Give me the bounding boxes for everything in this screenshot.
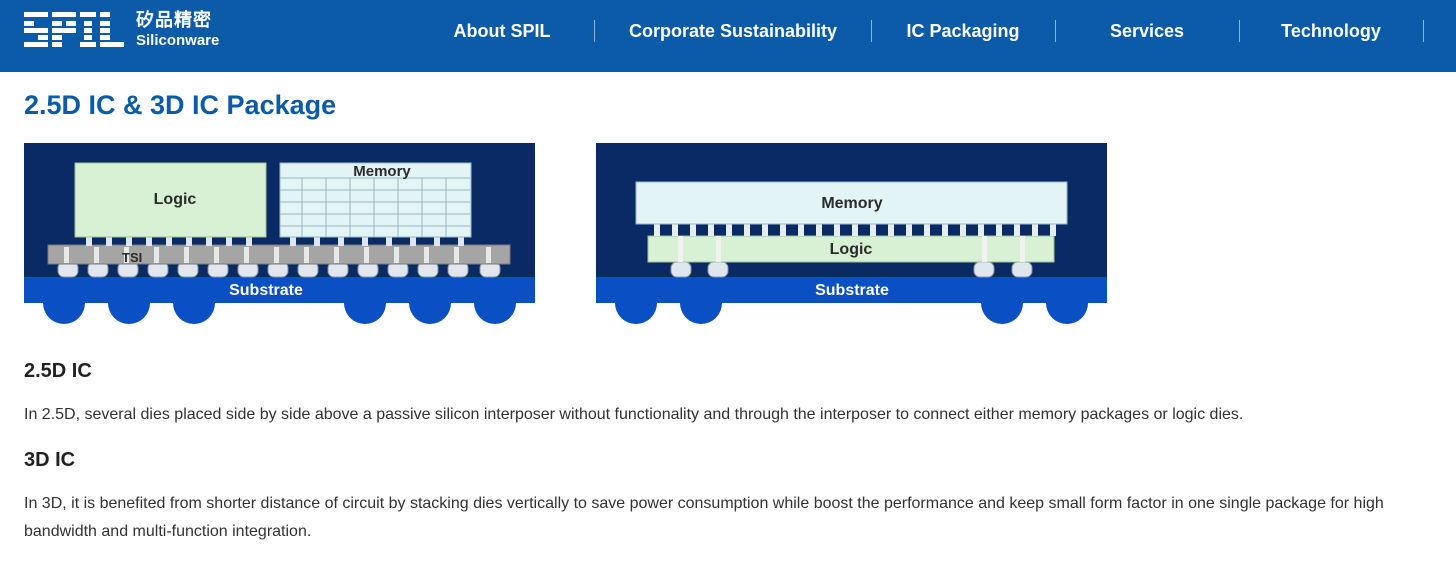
logo-text: 矽品精密 Siliconware xyxy=(136,10,220,49)
memory-stack-grid xyxy=(280,177,471,237)
logic-die xyxy=(74,162,267,238)
page-title: 2.5D IC & 3D IC Package xyxy=(24,90,337,120)
substrate-label: Substrate xyxy=(229,282,303,299)
nav-technology[interactable]: Technology xyxy=(1281,21,1381,41)
substrate-layer xyxy=(24,277,535,303)
interposer-tsv-pillars xyxy=(64,247,491,263)
memory-stack xyxy=(279,162,472,238)
nav-divider xyxy=(1239,20,1240,42)
nav-divider xyxy=(871,20,872,42)
memory-label: Memory xyxy=(353,163,411,180)
nav-divider xyxy=(1423,20,1424,42)
memory-die xyxy=(635,181,1068,225)
nav-corporate-sustainability[interactable]: Corporate Sustainability xyxy=(628,21,838,41)
memory-label: Memory xyxy=(821,195,882,212)
diagram-2-5d-svg: TSI Logic Memory Substrate xyxy=(24,143,535,324)
section-body-2-5d-ic: In 2.5D, several dies placed side by sid… xyxy=(24,406,1244,423)
logic-tsv-pillars xyxy=(678,236,1025,262)
nav-services[interactable]: Services xyxy=(1109,21,1185,41)
nav-ic-packaging[interactable]: IC Packaging xyxy=(906,21,1020,41)
logic-label: Logic xyxy=(154,191,197,208)
section-heading-3d-ic: 3D IC xyxy=(24,449,76,471)
diagram-2-5d-ic: TSI Logic Memory Substrate xyxy=(24,143,536,328)
logic-label: Logic xyxy=(830,241,873,258)
logo-chinese-name: 矽品精密 xyxy=(136,10,212,31)
interposer-bumps xyxy=(57,261,501,278)
tsi-label: TSI xyxy=(122,250,142,265)
spil-logo-mark xyxy=(24,12,124,47)
top-navigation-bar: 矽品精密 Siliconware About SPIL Corporate Su… xyxy=(0,0,1456,72)
nav-divider xyxy=(594,20,595,42)
substrate-layer xyxy=(596,277,1107,303)
diagram-3d-ic: Logic Memory Substrate xyxy=(596,143,1108,328)
section-heading-2-5d-ic: 2.5D IC xyxy=(24,360,92,382)
spil-logo[interactable]: 矽品精密 Siliconware xyxy=(24,10,219,50)
substrate-label: Substrate xyxy=(815,282,889,299)
logo-english-name: Siliconware xyxy=(136,32,220,49)
nav-divider xyxy=(1055,20,1056,42)
memory-micro-bumps xyxy=(654,224,1056,236)
diagram-3d-svg: Logic Memory Substrate xyxy=(596,143,1107,324)
section-body-3d-ic: In 3D, it is benefited from shorter dist… xyxy=(24,495,1384,540)
die-micro-bumps xyxy=(86,237,464,246)
nav-about-spil[interactable]: About SPIL xyxy=(453,21,551,41)
